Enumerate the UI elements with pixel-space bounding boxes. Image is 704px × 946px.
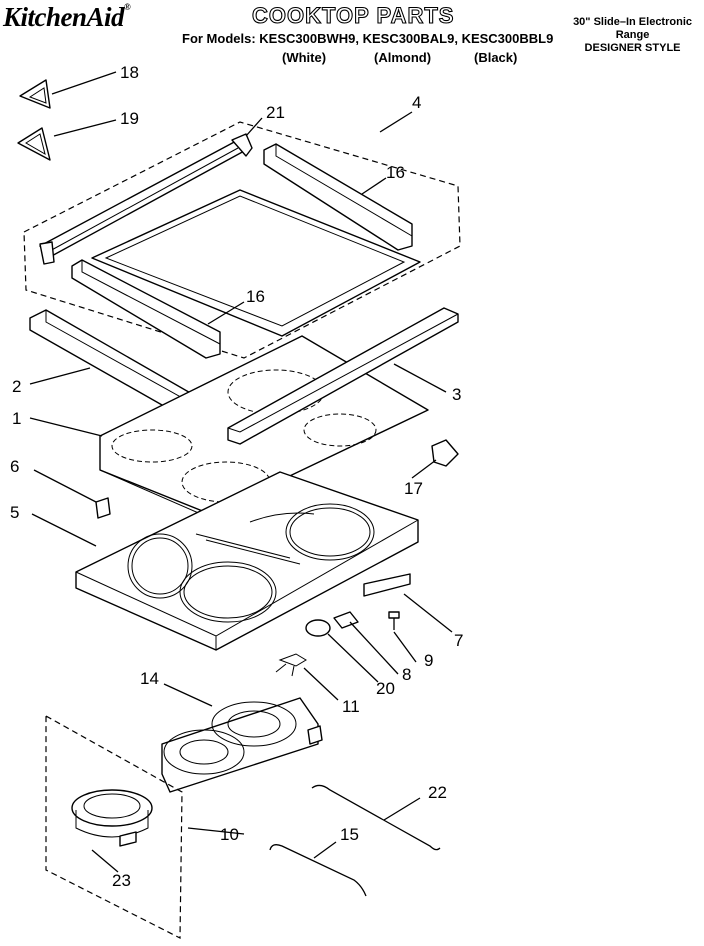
callout-5: 5 [10,503,19,522]
part-4-group-outline [23,121,461,359]
callout-23: 22 [428,783,447,802]
callout-10: 11 [342,697,360,716]
callout-22: 23 [112,871,131,890]
range-description: 30" Slide–In Electronic Range DESIGNER S… [573,16,692,54]
callout-21: 21 [266,103,285,122]
part-21-rail [39,133,253,265]
callout-14: 14 [140,669,159,688]
color-white: (White) [282,50,327,65]
callout-numbers: 18 19 21 4 16 16 2 3 1 6 5 17 7 9 8 20 1… [10,63,463,890]
part-20-sensor [305,619,331,637]
callout-16-upper: 16 [386,163,405,182]
page-title: COOKTOP PARTS [251,2,455,28]
part-5-burner-box [75,471,419,651]
part-7-bracket [363,573,411,597]
color-almond: (Almond) [374,50,432,65]
callout-8: 8 [402,665,411,684]
callout-9: 9 [424,651,433,670]
leader-lines [29,71,453,873]
part-15-rod [269,844,367,897]
part-8-limiter [333,611,359,629]
part-11-group-outline [45,714,183,939]
part-14-dual-element-assembly [161,697,323,793]
part-10-wire-harness [275,653,307,677]
callout-17: 17 [404,479,423,498]
part-16-side-trim-upper [263,143,413,251]
callout-1: 1 [12,409,21,428]
callout-18: 18 [120,63,139,82]
part-17-terminal [431,439,459,467]
callout-16-lower: 16 [246,287,265,306]
callout-4: 4 [412,93,421,112]
brand-logo: KitchenAid® [3,2,131,32]
callout-3: 3 [452,385,461,404]
part-23-rod [311,784,441,851]
callout-2: 2 [12,377,21,396]
model-list: For Models: KESC300BWH9, KESC300BAL9, KE… [182,31,554,46]
callout-15: 15 [340,825,359,844]
callout-6: 6 [10,457,19,476]
part-3-rear-trim [227,307,459,445]
color-black: (Black) [474,50,518,65]
part-9-screw [388,611,400,630]
callout-7: 7 [454,631,463,650]
callout-20: 20 [376,679,395,698]
part-16-side-trim-lower [71,259,221,359]
part-6-clip [95,497,111,519]
part-22-radiant-element [71,789,153,847]
part-19-trim-frame [17,127,51,161]
part-18-trim-piece [19,79,51,109]
callout-19: 19 [120,109,139,128]
callout-11: 10 [220,825,239,844]
